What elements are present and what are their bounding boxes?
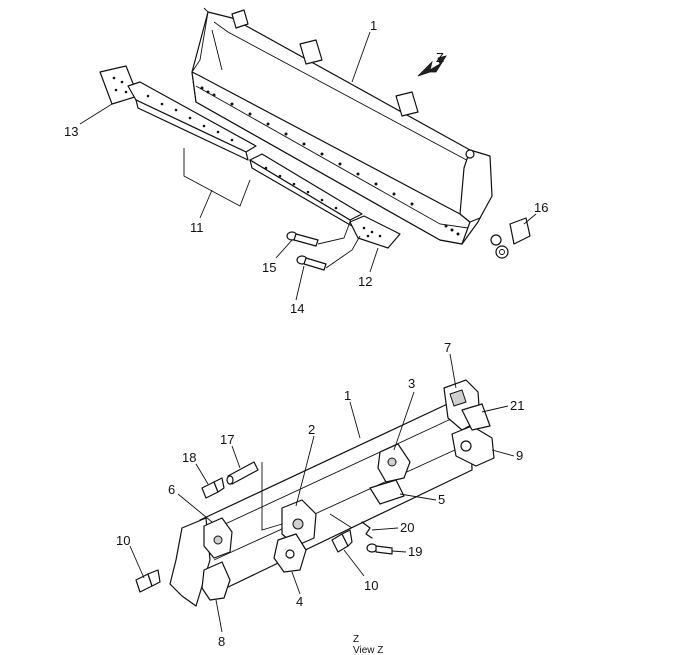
callout-17: 17: [220, 432, 234, 447]
frame-assembly: [135, 379, 495, 607]
callout-8: 8: [218, 634, 225, 649]
blade-bracket-mid: [299, 39, 323, 65]
bracket-21: [461, 403, 491, 431]
blade-bolt-holes: [200, 86, 460, 236]
blade-bracket-top-left: [231, 9, 249, 29]
fitting-10-center: [331, 529, 353, 553]
callout-7: 7: [444, 340, 451, 355]
pin-20: [361, 521, 373, 539]
view-direction-arrow: [417, 55, 447, 77]
callout-19: 19: [408, 544, 422, 559]
callout-13: 13: [64, 124, 78, 139]
nuts-16: [490, 217, 531, 259]
callout-10-left: 10: [116, 533, 130, 548]
blade-front-face: [191, 71, 471, 245]
callout-15: 15: [262, 260, 276, 275]
end-bit-right: [349, 215, 401, 249]
caption-line-2: View Z: [353, 645, 383, 655]
bolt-14: [296, 255, 327, 271]
bolt-19: [366, 543, 393, 555]
lug-8: [201, 561, 231, 601]
pin-17: [226, 461, 259, 485]
view-marker-label: Z: [436, 50, 444, 65]
bracket-5: [369, 479, 405, 505]
callout-2: 2: [308, 422, 315, 437]
callout-10-center: 10: [364, 578, 378, 593]
callout-1-upper: 1: [370, 18, 377, 33]
view-caption: Z View Z: [353, 634, 383, 655]
callout-3: 3: [408, 376, 415, 391]
callout-11: 11: [190, 220, 204, 235]
blade-end-plate: [459, 149, 493, 223]
cutting-edge-left: [127, 81, 257, 153]
cutting-edges: [99, 65, 531, 271]
callout-18: 18: [182, 450, 196, 465]
caption-line-1: Z: [353, 634, 359, 645]
callout-6: 6: [168, 482, 175, 497]
callout-1-lower: 1: [344, 388, 351, 403]
callout-16: 16: [534, 200, 548, 215]
callout-14: 14: [290, 301, 304, 316]
callout-5: 5: [438, 492, 445, 507]
lower-callouts: 7 3 1 21 9 17 2 18 6 5 20 19 10 10 4 8: [116, 340, 524, 649]
callout-12: 12: [358, 274, 372, 289]
callout-4: 4: [296, 594, 303, 609]
blade-assembly: Z: [191, 7, 493, 245]
fitting-18: [201, 477, 225, 499]
upper-callouts: 1 13 11 15 14 12 16: [64, 18, 548, 316]
callout-9: 9: [516, 448, 523, 463]
blade-bracket-right: [395, 91, 419, 117]
fitting-10-left: [135, 569, 161, 593]
callout-21: 21: [510, 398, 524, 413]
callout-20: 20: [400, 520, 414, 535]
bolt-15: [286, 231, 319, 247]
